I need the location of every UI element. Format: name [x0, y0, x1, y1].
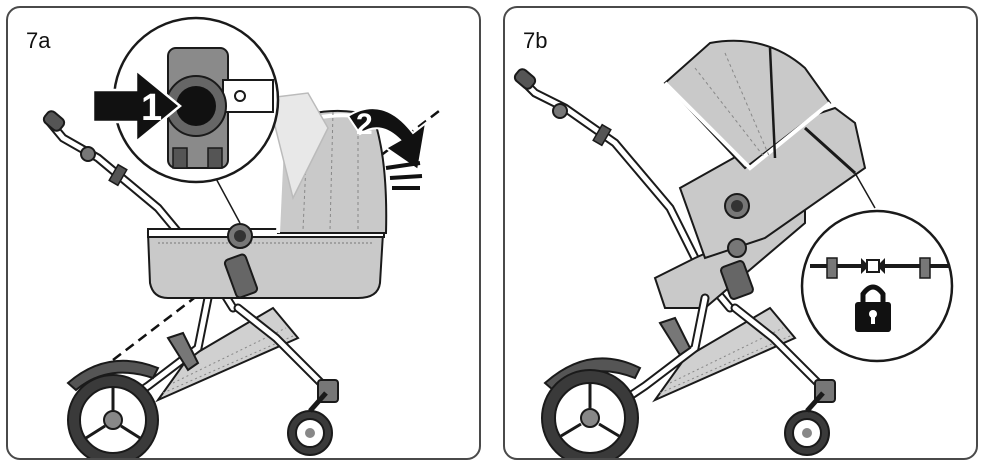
handle-hinge [552, 103, 568, 119]
step-2-label: 2 [356, 108, 373, 141]
step-1-label: 1 [141, 87, 162, 129]
panel-7b: 7b [503, 6, 978, 460]
buckle-icon [861, 258, 885, 274]
fold-lock [720, 260, 754, 300]
rotate-arrow-icon [346, 107, 428, 172]
handle-hinge [80, 146, 96, 162]
panel-label: 7a [26, 28, 51, 53]
lock-icon [855, 284, 891, 332]
brake-pedal [658, 316, 692, 357]
panel-label: 7b [523, 28, 548, 53]
push-arrow-icon [91, 67, 182, 145]
stroller-illustration-7a: 1 2 [42, 16, 444, 458]
panel-7a: 1 2 7a [6, 6, 481, 460]
handle-grip [42, 110, 66, 132]
safety-belt [803, 126, 857, 175]
stroller-illustration-7b [513, 39, 954, 458]
motion-lines [385, 161, 423, 190]
fold-lock [223, 253, 259, 299]
handle-grip [513, 68, 537, 90]
zoom-detail [165, 47, 274, 169]
brake-pedal [166, 331, 200, 372]
carrycot-body [146, 232, 385, 299]
rotation-axis-line [112, 107, 444, 361]
